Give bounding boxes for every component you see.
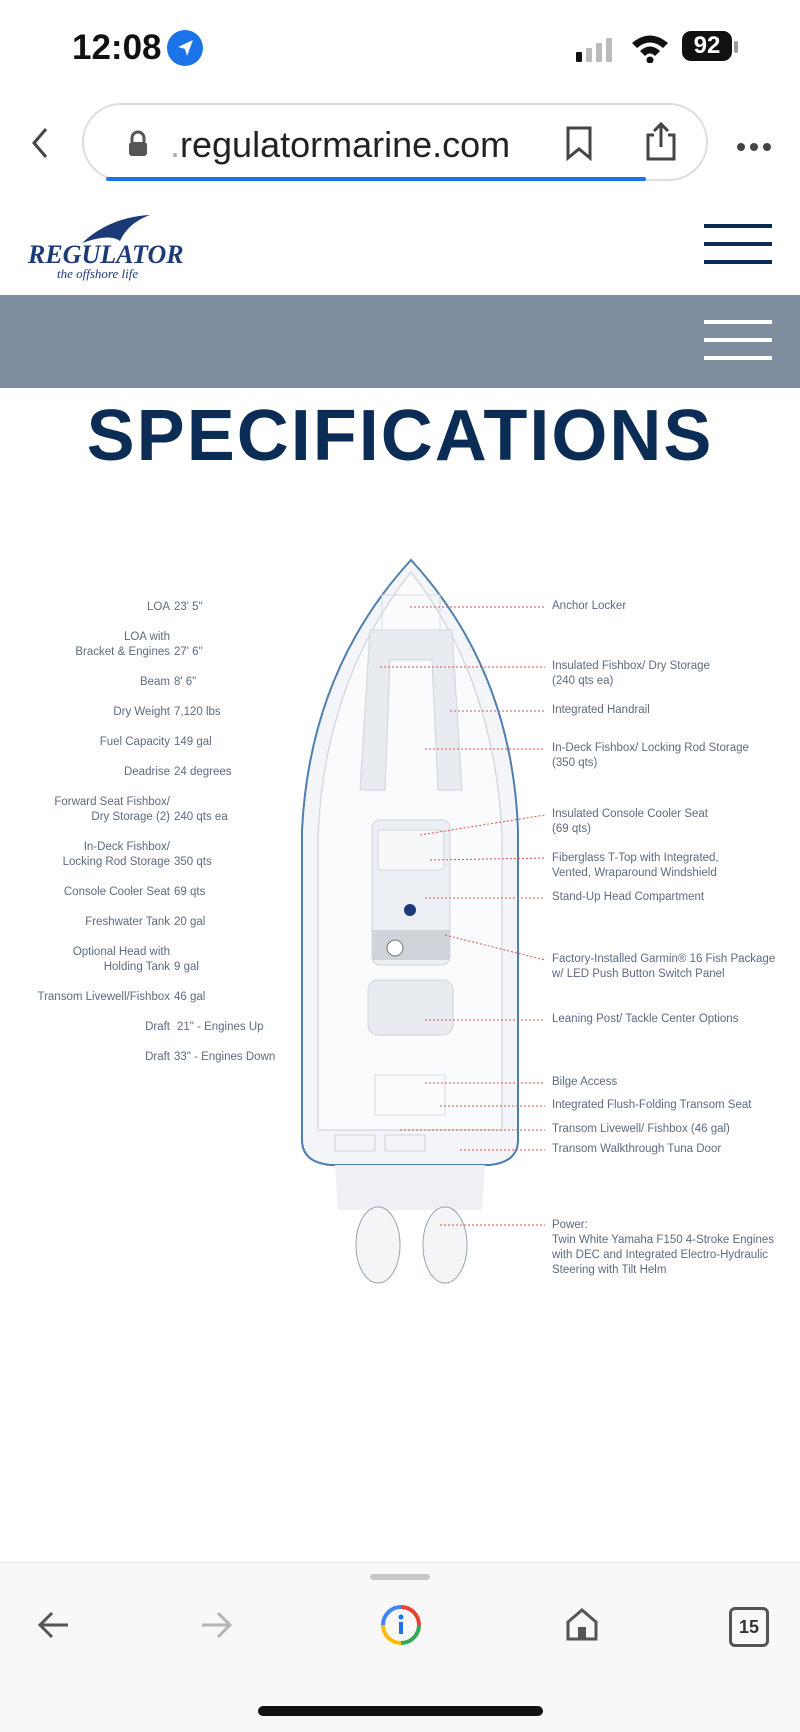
url-domain: regulatormarine.com bbox=[180, 124, 511, 165]
page-title: SPECIFICATIONS bbox=[86, 396, 714, 476]
sub-menu-icon[interactable] bbox=[704, 320, 772, 374]
spec-label: In-Deck Fishbox/ Locking Rod Storage bbox=[62, 841, 170, 868]
sub-nav-bar bbox=[0, 295, 800, 388]
spec-label: Draft bbox=[145, 1051, 170, 1063]
bottom-toolbar bbox=[0, 1562, 800, 1732]
feature-label: Bilge Access bbox=[552, 1076, 618, 1088]
feature-label: Insulated Console Cooler Seat (69 qts) bbox=[552, 808, 708, 835]
spec-label: Draft bbox=[145, 1021, 170, 1033]
spec-value: 33" - Engines Down bbox=[174, 1051, 276, 1063]
back-arrow-icon[interactable] bbox=[36, 1608, 70, 1647]
bookmark-icon[interactable] bbox=[565, 125, 593, 166]
tab-count-button[interactable]: 15 bbox=[729, 1607, 769, 1647]
spec-value: 240 qts ea bbox=[174, 811, 228, 823]
forward-arrow-icon[interactable] bbox=[200, 1608, 234, 1647]
spec-label: Freshwater Tank bbox=[85, 916, 170, 928]
battery-indicator: 92 bbox=[682, 31, 732, 61]
logo[interactable]: REGULATOR bbox=[28, 240, 184, 269]
spec-value: 21" - Engines Up bbox=[177, 1021, 264, 1033]
feature-label: Insulated Fishbox/ Dry Storage (240 qts … bbox=[552, 660, 710, 687]
feature-label: Integrated Flush-Folding Transom Seat bbox=[552, 1099, 752, 1111]
callout-leaders bbox=[380, 606, 546, 1226]
feature-label: Anchor Locker bbox=[552, 600, 627, 612]
spec-value: 9 gal bbox=[174, 961, 199, 973]
spec-value: 7,120 lbs bbox=[174, 706, 221, 718]
page-load-progress bbox=[106, 177, 646, 181]
battery-tip bbox=[734, 41, 738, 53]
spec-label: Fuel Capacity bbox=[99, 736, 170, 748]
feature-label: Transom Livewell/ Fishbox (46 gal) bbox=[552, 1123, 730, 1135]
home-indicator bbox=[258, 1706, 543, 1716]
spec-label: Dry Weight bbox=[113, 706, 170, 718]
more-icon[interactable] bbox=[736, 139, 772, 157]
feature-label: In-Deck Fishbox/ Locking Rod Storage (35… bbox=[552, 742, 749, 769]
spec-value: 23' 5" bbox=[174, 601, 203, 613]
tagline: the offshore life bbox=[57, 266, 139, 281]
back-chevron-icon[interactable] bbox=[28, 125, 52, 166]
feature-label: Factory-Installed Garmin® 16 Fish Packag… bbox=[552, 953, 776, 980]
spec-value: 24 degrees bbox=[174, 766, 232, 778]
lock-icon bbox=[127, 130, 149, 163]
feature-label: Power: Twin White Yamaha F150 4-Stroke E… bbox=[552, 1219, 775, 1276]
wifi-icon bbox=[630, 33, 670, 68]
spec-label: Deadrise bbox=[123, 766, 170, 778]
spec-value: 20 gal bbox=[174, 916, 206, 928]
spec-label: Forward Seat Fishbox/ Dry Storage (2) bbox=[54, 796, 170, 823]
spec-label: LOA bbox=[146, 601, 170, 613]
spec-value: 27' 6" bbox=[174, 646, 203, 658]
feature-label: Leaning Post/ Tackle Center Options bbox=[552, 1013, 739, 1025]
location-arrow-icon bbox=[167, 30, 203, 66]
spec-label: Console Cooler Seat bbox=[63, 886, 170, 898]
home-icon[interactable] bbox=[564, 1606, 600, 1647]
status-time: 12:08 bbox=[72, 28, 162, 67]
marlin-logo-icon bbox=[80, 213, 160, 252]
signal-icon bbox=[576, 38, 616, 67]
spec-value: 69 qts bbox=[174, 886, 206, 898]
feature-label: Integrated Handrail bbox=[552, 704, 650, 716]
spec-value: 350 qts bbox=[174, 856, 212, 868]
spec-value: 149 gal bbox=[174, 736, 212, 748]
feature-label: Transom Walkthrough Tuna Door bbox=[552, 1143, 722, 1155]
feature-label: Fiberglass T-Top with Integrated, Vented… bbox=[552, 852, 719, 879]
drag-handle[interactable] bbox=[370, 1574, 430, 1580]
feature-label: Stand-Up Head Compartment bbox=[552, 891, 705, 903]
spec-label: Beam bbox=[139, 676, 170, 688]
url-prefix: . bbox=[170, 124, 181, 165]
url-text[interactable]: .regulatormarine.com bbox=[170, 124, 510, 166]
google-lens-icon[interactable] bbox=[379, 1603, 423, 1652]
menu-icon[interactable] bbox=[704, 224, 772, 278]
spec-label: LOA with Bracket & Engines bbox=[75, 631, 170, 658]
spec-label: Optional Head with Holding Tank bbox=[72, 946, 170, 973]
spec-value: 8' 6" bbox=[174, 676, 197, 688]
share-icon[interactable] bbox=[644, 121, 678, 168]
spec-label: Transom Livewell/Fishbox bbox=[37, 991, 170, 1003]
spec-value: 46 gal bbox=[174, 991, 206, 1003]
